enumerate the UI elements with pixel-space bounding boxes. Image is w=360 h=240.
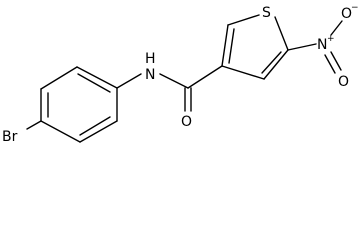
bond-ring-c2-c3	[40, 66, 78, 90]
bond-thio-c2-s	[227, 14, 260, 26]
atom-nitro-oxygen-top: O	[341, 6, 352, 22]
atom-amide-hydrogen: H	[145, 51, 156, 67]
bond-nitro-n-o-bottom-1	[324, 54, 336, 74]
bond-ring-c5-c6	[79, 120, 118, 143]
bond-nitro-n-o-bottom-2	[330, 51, 342, 71]
atom-nitro-oxygen-bottom: O	[338, 74, 349, 90]
bond-ring-inner-2	[77, 73, 111, 93]
bond-c-c3	[187, 65, 223, 89]
nitro-oxygen-top-charge: −	[351, 3, 359, 13]
chemical-structure-diagram: S N H O N + O − O Br	[2, 3, 359, 145]
nitro-nitrogen-charge: +	[327, 34, 335, 44]
bond-nitro-n-o-top	[330, 20, 343, 36]
atom-bromine: Br	[2, 129, 18, 145]
bond-thio-s-c5	[274, 16, 289, 51]
atom-sulfur: S	[262, 5, 271, 21]
bond-thio-inner-2	[261, 51, 282, 74]
bond-ring-inner-3	[79, 116, 111, 136]
bond-thio-c4-c3	[221, 65, 265, 80]
bond-thio-inner-1	[228, 28, 235, 64]
bond-c-n	[116, 73, 142, 89]
bond-thio-c5-c4	[263, 49, 289, 80]
atom-amide-nitrogen: N	[145, 67, 155, 83]
bond-ring-c3-c4	[76, 66, 118, 89]
atom-nitro-nitrogen: N	[317, 37, 327, 53]
bond-c-br	[26, 120, 42, 130]
bond-thio-c3-c2	[221, 24, 229, 67]
bond-ring-c6-c1	[40, 120, 81, 143]
bond-c-nitro-n	[287, 43, 317, 51]
atom-carbonyl-oxygen: O	[181, 114, 192, 130]
bond-n-c	[159, 73, 189, 89]
